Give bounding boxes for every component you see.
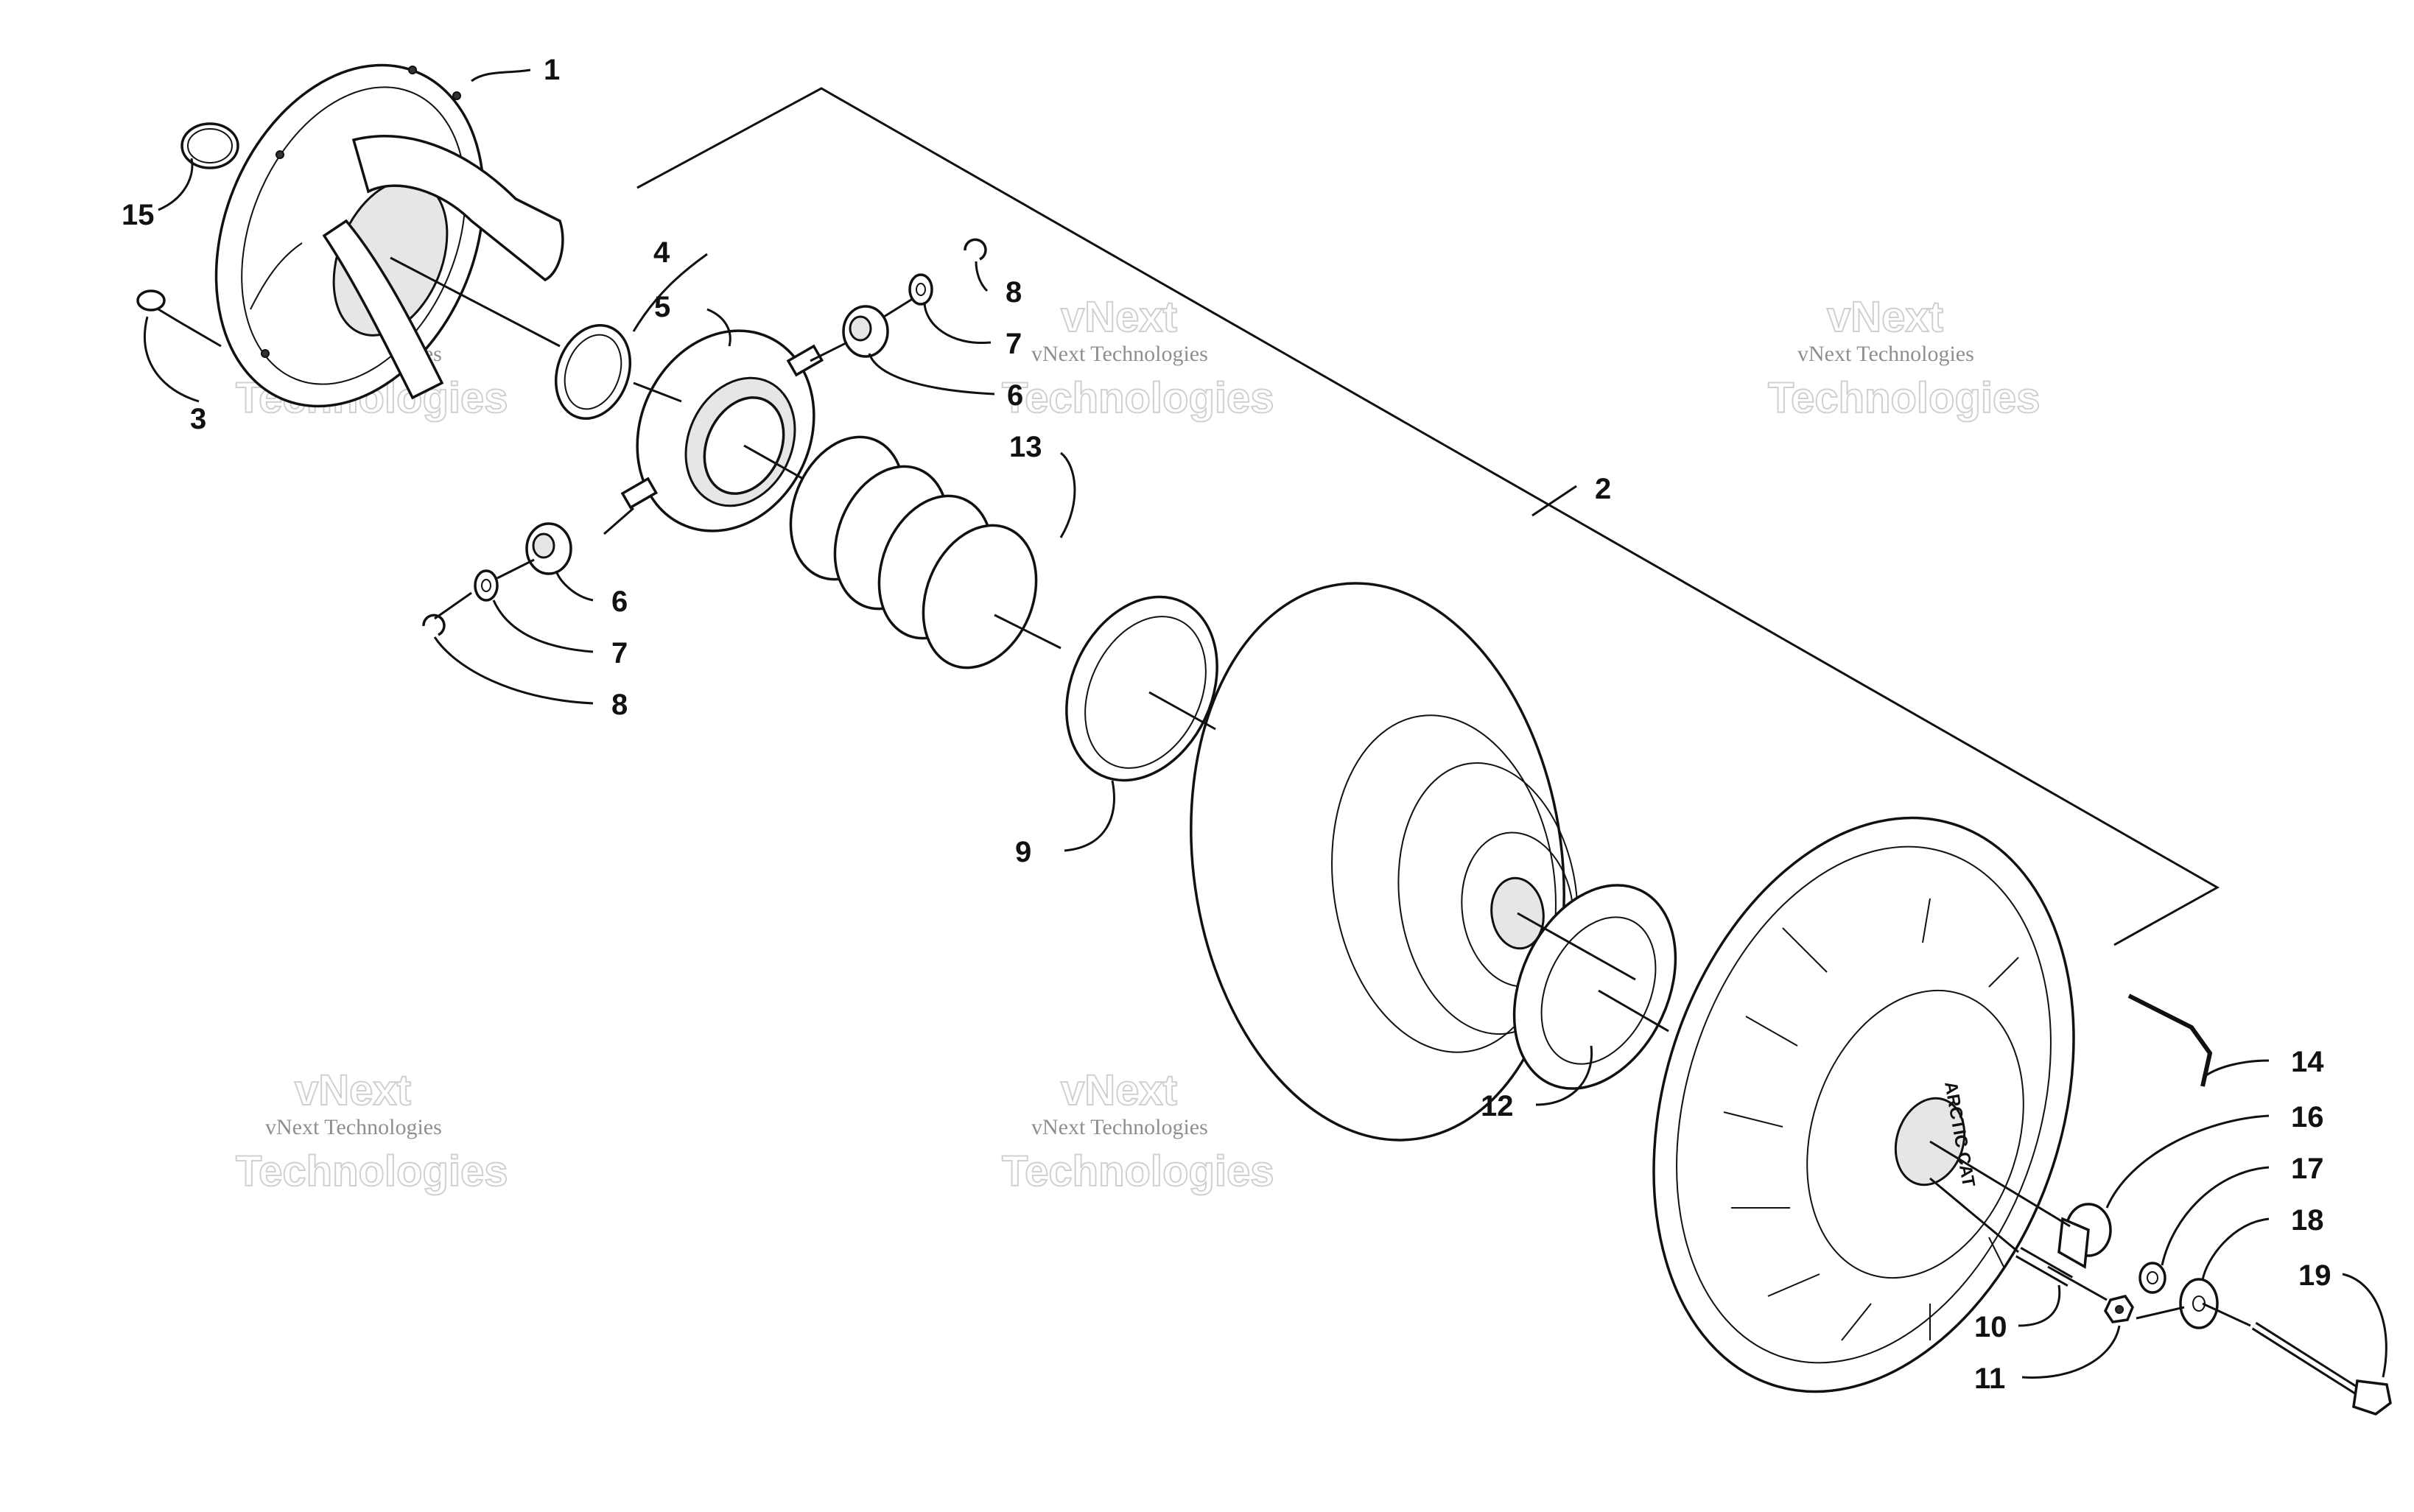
part-8-clip-lower [422, 613, 446, 636]
callout-6-upper: 6 [1007, 379, 1023, 412]
part-4-retaining-ring [554, 324, 632, 420]
part-7-washer-upper [908, 273, 933, 306]
callout-2: 2 [1595, 473, 1611, 505]
part-2-moveable-sheave [1190, 582, 1579, 1142]
callout-13: 13 [1009, 431, 1042, 463]
part-17-washer [2138, 1262, 2166, 1294]
callout-17: 17 [2291, 1153, 2324, 1185]
watermark-5-big-bottom: Technologies [1002, 1147, 1274, 1195]
callout-8-lower: 8 [611, 689, 628, 721]
watermark-2-big-top: vNext [1061, 293, 1177, 341]
part-2-fixed-sheave: ARCTIC CAT [1652, 816, 2075, 1393]
part-1-cover [214, 63, 564, 408]
part-3-screw [136, 289, 181, 324]
part-18-washer [2179, 1278, 2219, 1329]
callout-9: 9 [1015, 836, 1031, 868]
callout-10: 10 [1974, 1311, 2007, 1343]
watermark-2-big-bottom: Technologies [1002, 374, 1274, 422]
part-6-roller-upper [842, 305, 889, 358]
callout-6-lower: 6 [611, 586, 628, 618]
callout-14: 14 [2291, 1046, 2324, 1078]
callout-15: 15 [122, 199, 155, 231]
callout-1: 1 [544, 54, 560, 86]
part-6-roller-lower [525, 522, 572, 575]
part-7-washer-lower [474, 569, 499, 602]
part-12-washer [1512, 884, 1677, 1090]
callout-11: 11 [1974, 1362, 2005, 1395]
part-11-nut [2103, 1295, 2134, 1323]
leader-lines [144, 68, 2387, 1379]
watermark-3-small: vNext Technologies [1797, 342, 1974, 366]
part-10-pin [2015, 1247, 2073, 1287]
callout-7-upper: 7 [1006, 328, 1022, 360]
watermark-5-small: vNext Technologies [1031, 1115, 1208, 1139]
watermark-5: vNext vNext Technologies Technologies [1001, 1066, 1275, 1196]
callout-8-upper: 8 [1006, 276, 1022, 309]
watermark-2: vNext vNext Technologies Technologies [1001, 292, 1275, 423]
part-15-o-ring [180, 122, 239, 169]
part-16-spacer [2057, 1203, 2112, 1269]
callout-12: 12 [1481, 1090, 1514, 1122]
part-8-clip-upper [964, 238, 987, 261]
watermark-3-big-top: vNext [1827, 293, 1943, 341]
watermark-5-big-top: vNext [1061, 1066, 1177, 1114]
assembly-bracket [636, 87, 2220, 946]
watermark-2-small: vNext Technologies [1031, 342, 1208, 366]
watermark-4-big-top: vNext [295, 1066, 411, 1114]
watermark-3-big-bottom: Technologies [1768, 374, 2041, 422]
callout-18: 18 [2291, 1204, 2324, 1237]
watermark-3: vNext vNext Technologies Technologies [1767, 292, 2041, 423]
part-13-spring [789, 435, 1038, 669]
callout-16: 16 [2291, 1101, 2324, 1133]
part-14-hex-key [2127, 994, 2213, 1087]
callout-19: 19 [2298, 1259, 2331, 1292]
part-9-seal [1065, 595, 1218, 782]
callout-3: 3 [190, 403, 206, 435]
callout-7-lower: 7 [611, 637, 628, 669]
callout-5: 5 [654, 291, 670, 323]
watermark-4-small: vNext Technologies [265, 1115, 442, 1139]
watermark-4-big-bottom: Technologies [236, 1147, 508, 1195]
watermark-4: vNext vNext Technologies Technologies [235, 1066, 509, 1196]
part-19-bolt [2251, 1321, 2392, 1416]
callout-4: 4 [653, 236, 670, 269]
callout-labels: 1 2 3 4 5 6 6 7 7 8 8 9 10 11 12 13 14 1… [122, 54, 2331, 1395]
